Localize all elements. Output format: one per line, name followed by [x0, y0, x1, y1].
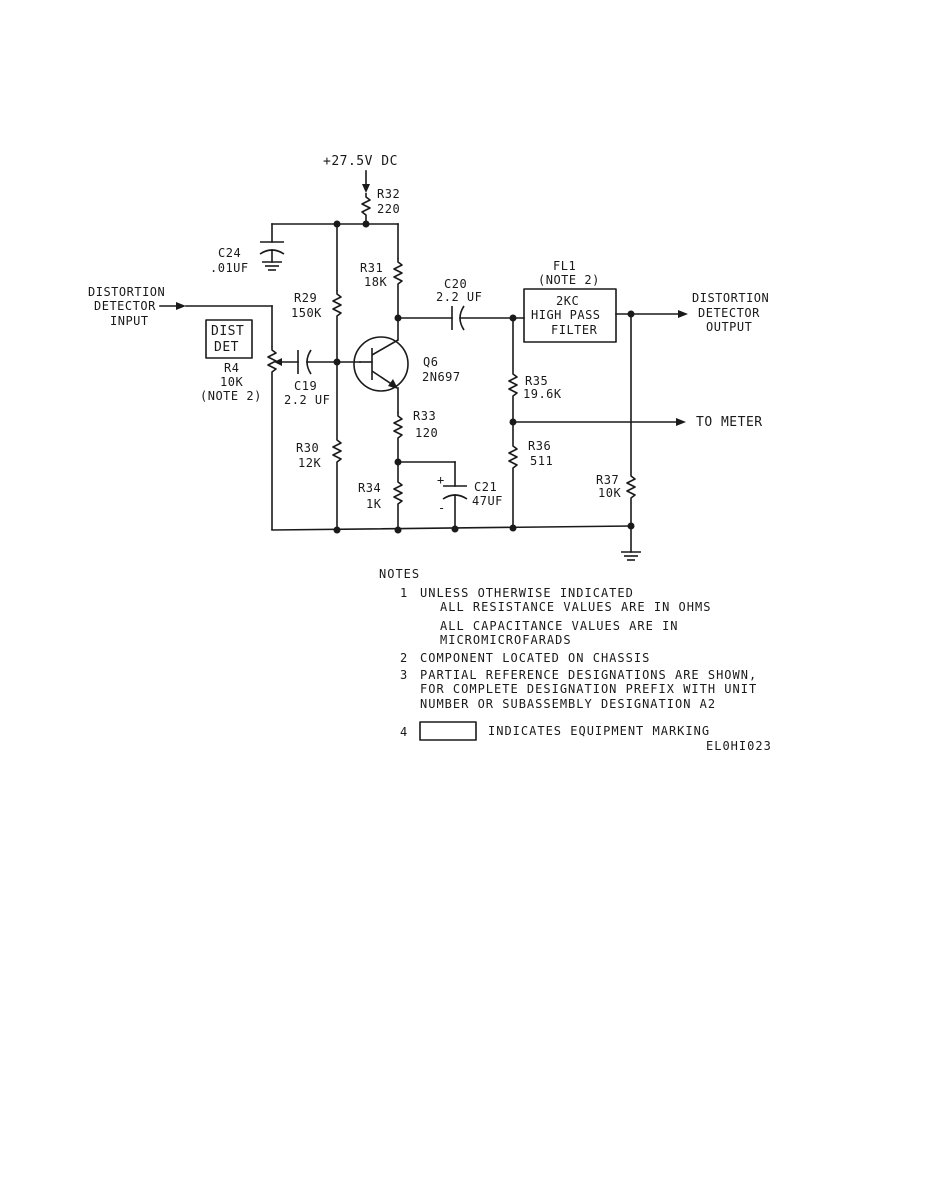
c20-ref: C20	[444, 277, 467, 291]
note-4-marking-box	[419, 721, 477, 741]
r4-note: (NOTE 2)	[200, 389, 262, 403]
r37-ref: R37	[596, 473, 619, 487]
r29-value: 150K	[291, 306, 322, 320]
input-arrow-icon	[176, 302, 186, 310]
r31-ref: R31	[360, 261, 383, 275]
dist-det-line1: DIST	[211, 324, 244, 339]
note-1-line2: ALL RESISTANCE VALUES ARE IN OHMS	[440, 600, 711, 614]
supply-label: +27.5V DC	[323, 154, 398, 169]
transistor-collector-lead	[371, 339, 399, 356]
c24-value: .01UF	[210, 261, 249, 275]
r4-ref: R4	[224, 361, 239, 375]
c21-value: 47UF	[472, 494, 503, 508]
r30-value: 12K	[298, 456, 321, 470]
q6-ref: Q6	[423, 355, 438, 369]
r36-value: 511	[530, 454, 553, 468]
r34-value: 1K	[366, 497, 382, 511]
potentiometer-r4	[267, 346, 277, 530]
r32-ref: R32	[377, 187, 400, 201]
bottom-bus-wire	[271, 525, 632, 531]
transistor-q6	[353, 336, 409, 392]
r35-value: 19.6K	[523, 387, 562, 401]
output-line1: DISTORTION	[692, 291, 769, 305]
c24-ref: C24	[218, 246, 241, 260]
r33-ref: R33	[413, 409, 436, 423]
c19-ref: C19	[294, 379, 317, 393]
junction-dot	[333, 358, 341, 366]
resistor-r37	[626, 314, 636, 526]
output-arrow-icon	[678, 310, 688, 318]
c21-ref: C21	[474, 480, 497, 494]
r31-value: 18K	[364, 275, 387, 289]
meter-label: TO METER	[696, 415, 763, 430]
resistor-r36	[508, 422, 518, 530]
output-line2: DETECTOR	[698, 306, 760, 320]
resistor-r30	[332, 364, 342, 530]
emitter-arrow-icon	[388, 379, 398, 389]
note-3-line2: FOR COMPLETE DESIGNATION PREFIX WITH UNI…	[420, 682, 757, 696]
r36-ref: R36	[528, 439, 551, 453]
notes-title: NOTES	[379, 567, 420, 581]
fl1-line1: 2KC	[556, 294, 579, 308]
r33-value: 120	[415, 426, 438, 440]
note-1-number: 1	[400, 586, 408, 600]
note-1-line3: ALL CAPACITANCE VALUES ARE IN	[440, 619, 679, 633]
r35-ref: R35	[525, 374, 548, 388]
resistor-r35	[508, 318, 518, 422]
dist-det-line2: DET	[214, 340, 239, 355]
q6-value: 2N697	[422, 370, 461, 384]
resistor-r31	[393, 258, 403, 318]
junction-dot	[394, 526, 402, 534]
junction-dot	[362, 220, 370, 228]
note-2-text: COMPONENT LOCATED ON CHASSIS	[420, 651, 650, 665]
c21-plus: +	[437, 473, 445, 487]
resistor-r33	[393, 412, 403, 462]
junction-dot	[333, 526, 341, 534]
figure-id: EL0HI023	[706, 739, 772, 753]
resistor-r29	[332, 290, 342, 364]
resistor-r34	[393, 462, 403, 530]
note-1-line4: MICROMICROFARADS	[440, 633, 572, 647]
r32-value: 220	[377, 202, 400, 216]
note-2-number: 2	[400, 651, 408, 665]
note-3-line1: PARTIAL REFERENCE DESIGNATIONS ARE SHOWN…	[420, 668, 757, 682]
r29-ref: R29	[294, 291, 317, 305]
meter-arrow-icon	[676, 418, 686, 426]
high-pass-filter-box	[523, 288, 617, 343]
fl1-ref: FL1	[553, 259, 576, 273]
note-4-number: 4	[400, 725, 408, 739]
fl1-line3: FILTER	[551, 323, 598, 337]
r34-ref: R34	[358, 481, 381, 495]
supply-arrow-icon	[362, 184, 370, 193]
input-line2: DETECTOR	[94, 299, 156, 313]
junction-dot	[451, 525, 459, 533]
fl1-line2: HIGH PASS	[531, 308, 601, 322]
wiper-arrow-icon	[274, 358, 282, 366]
fl1-note: (NOTE 2)	[538, 273, 600, 287]
note-1-line1: UNLESS OTHERWISE INDICATED	[420, 586, 634, 600]
input-line1: DISTORTION	[88, 285, 165, 299]
note-4-text: INDICATES EQUIPMENT MARKING	[488, 724, 710, 738]
note-3-line3: NUMBER OR SUBASSEMBLY DESIGNATION A2	[420, 697, 716, 711]
r37-value: 10K	[598, 486, 621, 500]
c20-value: 2.2 UF	[436, 290, 482, 304]
c21-minus: -	[438, 501, 446, 515]
r4-value: 10K	[220, 375, 243, 389]
r30-ref: R30	[296, 441, 319, 455]
input-line3: INPUT	[110, 314, 149, 328]
junction-dot	[509, 524, 517, 532]
output-line3: OUTPUT	[706, 320, 752, 334]
c19-value: 2.2 UF	[284, 393, 330, 407]
equipment-marking-box	[205, 319, 253, 359]
resistor-r32	[361, 193, 371, 224]
note-3-number: 3	[400, 668, 408, 682]
